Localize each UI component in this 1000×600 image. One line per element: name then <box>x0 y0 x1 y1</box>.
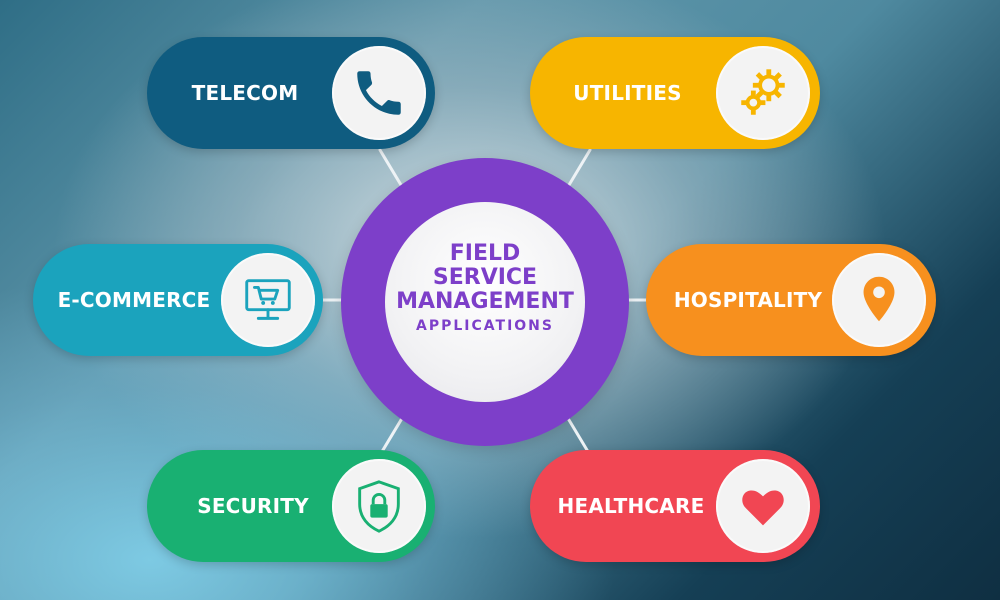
node-hospitality-label: HOSPITALITY <box>673 288 823 312</box>
hub-core <box>385 202 585 402</box>
node-healthcare: HEALTHCARE <box>530 450 820 562</box>
node-telecom: TELECOM <box>147 37 435 149</box>
node-healthcare-label: HEALTHCARE <box>557 494 705 518</box>
hub-title: FIELD SERVICE MANAGEMENT APPLICATIONS <box>385 241 585 335</box>
node-telecom-label: TELECOM <box>191 81 299 105</box>
node-hospitality: HOSPITALITY <box>646 244 936 356</box>
gears-icon <box>716 46 810 140</box>
heart-icon <box>716 459 810 553</box>
hub-title-line-2: SERVICE <box>432 265 538 290</box>
location-pin-icon <box>832 253 926 347</box>
node-security-label: SECURITY <box>197 494 309 518</box>
hub-title-line-3: MANAGEMENT <box>396 289 574 314</box>
node-ecommerce-label: E-COMMERCE <box>57 288 211 312</box>
hub-subtitle: APPLICATIONS <box>416 318 554 334</box>
hub-title-line-1: FIELD <box>449 241 521 266</box>
phone-icon <box>332 46 426 140</box>
node-ecommerce: E-COMMERCE <box>33 244 323 356</box>
shopping-cart-monitor-icon <box>221 253 315 347</box>
node-utilities: UTILITIES <box>530 37 820 149</box>
shield-lock-icon <box>332 459 426 553</box>
node-utilities-label: UTILITIES <box>573 81 682 105</box>
node-security: SECURITY <box>147 450 435 562</box>
